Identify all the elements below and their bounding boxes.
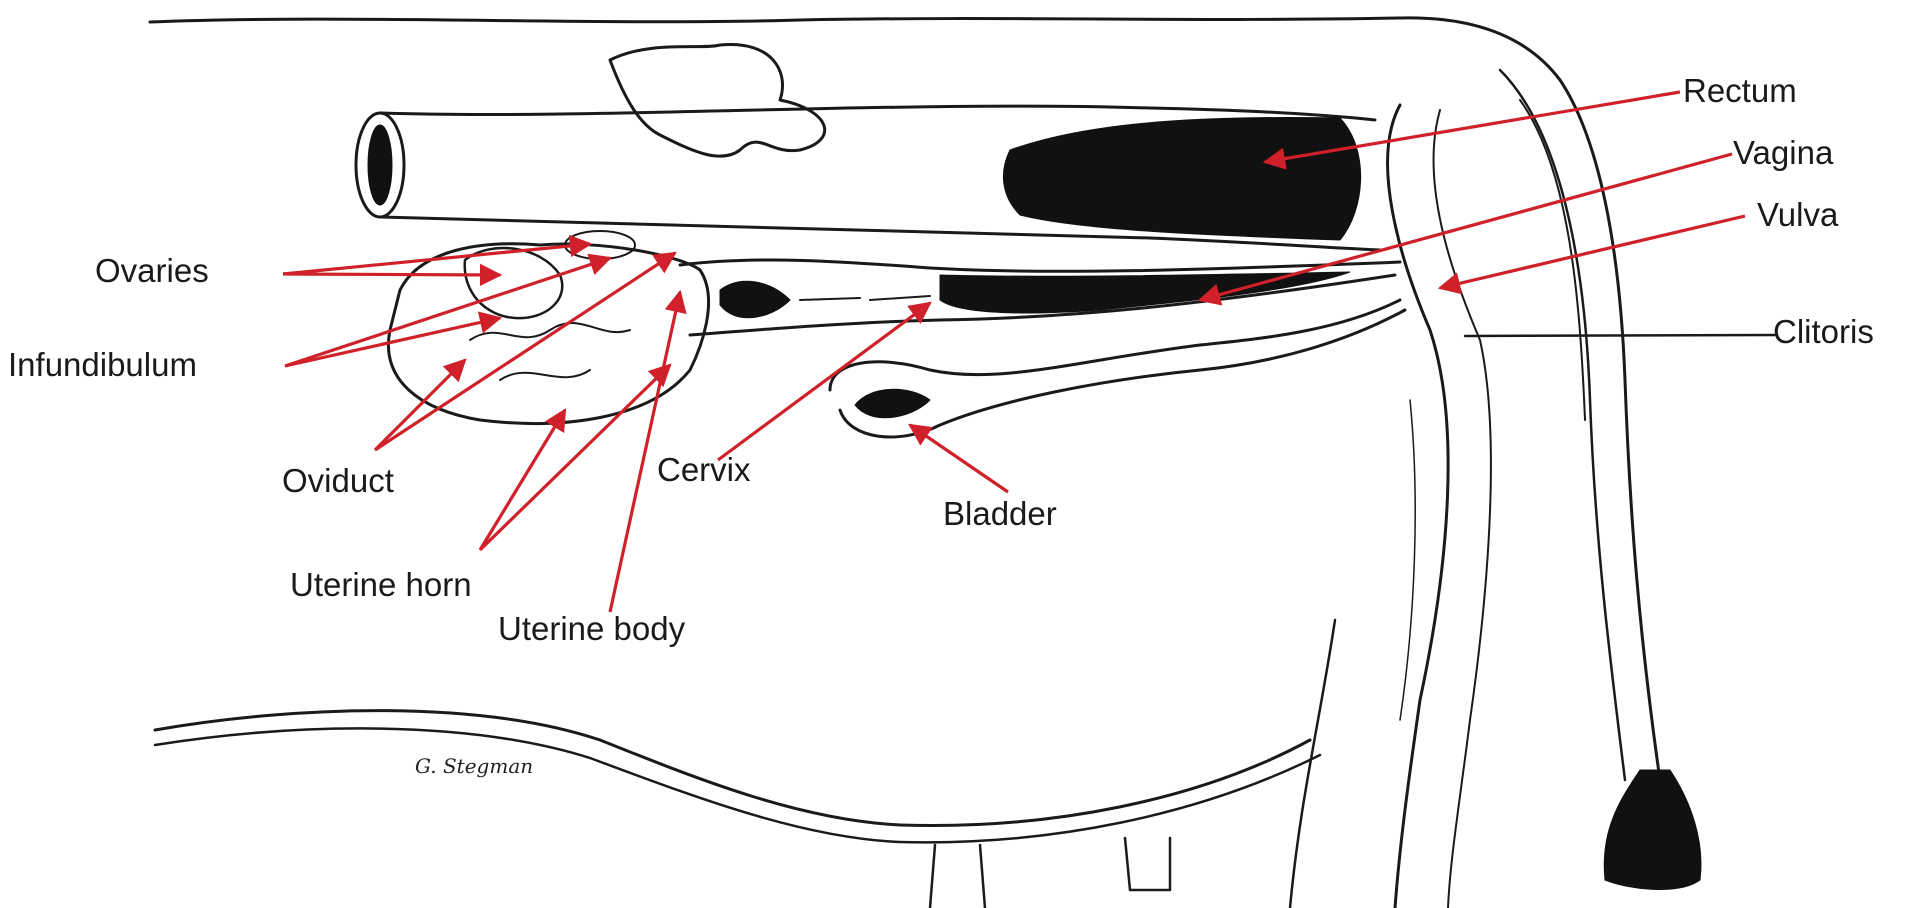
arrow-ovaries-2 [283,274,500,275]
label-uterine-horn: Uterine horn [290,566,472,603]
label-oviduct: Oviduct [282,462,394,499]
label-cervix: Cervix [657,451,751,488]
label-vagina: Vagina [1733,134,1834,171]
label-ovaries: Ovaries [95,252,209,289]
arrow-vulva [1440,216,1745,288]
rectum-structure [356,106,1380,250]
arrow-oviduct-1 [375,253,675,450]
vertebra [610,44,825,156]
label-rectum: Rectum [1683,72,1797,109]
arrow-bladder [910,425,1008,492]
label-bladder: Bladder [943,495,1057,532]
label-clitoris: Clitoris [1773,313,1874,350]
label-vulva: Vulva [1757,196,1839,233]
label-uterine-body: Uterine body [498,610,686,647]
artist-signature: G. Stegman [415,754,533,778]
label-infundibulum: Infundibulum [8,346,197,383]
arrow-oviduct-2 [375,360,465,450]
arrow-uterine-horn-2 [480,365,670,550]
line-clitoris [1465,335,1775,336]
